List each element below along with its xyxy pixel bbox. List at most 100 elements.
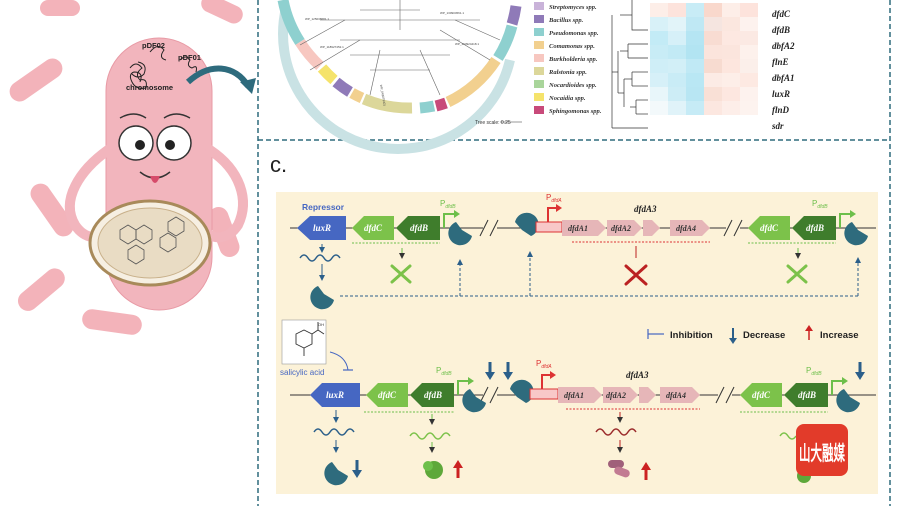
bottom-right-repressor-protein-icon — [836, 389, 860, 413]
bottom-luxR-gene — [310, 383, 360, 407]
chromosome-label: chromosome — [126, 83, 173, 92]
heatmap-row-label: dbfA2 — [772, 41, 795, 51]
heatmap-cell — [650, 73, 668, 87]
heatmap-row-label: flnE — [772, 57, 789, 67]
heatmap-cell — [668, 3, 686, 17]
heatmap-cell — [668, 87, 686, 101]
repressor-label: Repressor — [302, 202, 345, 212]
heatmap-cell — [686, 17, 704, 31]
salicylic-cooh-text: OH — [318, 322, 324, 327]
top-dfdA2-gene — [607, 220, 642, 236]
tree-legend-label: Pseudomonas spp. — [549, 30, 599, 37]
heatmap-cell — [686, 45, 704, 59]
top-luxR-label: luxR — [313, 223, 331, 233]
heatmap-cell — [650, 101, 668, 115]
heatmap-row-label: dfdC — [772, 9, 791, 19]
heatmap-cell — [686, 3, 704, 17]
salicylic-acid-structure-icon — [281, 319, 327, 365]
bottom-outputs — [313, 410, 828, 486]
heatmap-dendrogram — [611, 0, 648, 129]
heatmap-cell — [722, 59, 740, 73]
plasmid-pdf01-label: pDF01 — [178, 53, 201, 62]
heatmap-cell — [722, 3, 740, 17]
watermark-logo — [796, 424, 848, 476]
tree-legend-label: Nocardioides spp. — [548, 82, 597, 89]
svg-text:WP_130904561.1: WP_130904561.1 — [440, 11, 464, 15]
heatmap-cell — [704, 73, 722, 87]
tree-legend-swatch — [534, 80, 544, 88]
bottom-right-promoter-label: PdfdB — [806, 366, 822, 377]
heatmap-cell — [740, 45, 758, 59]
tree-legend-label: Bacillus spp. — [548, 17, 584, 24]
top-dfdA1-label: dfdA1 — [568, 224, 588, 233]
top-luxR-gene — [297, 216, 346, 240]
heatmap-cell — [722, 17, 740, 31]
bacterium-cartoon — [9, 0, 256, 335]
top-right-dfdB-gene — [792, 216, 836, 240]
tree-legend-label: Sphingomonas spp. — [549, 108, 602, 115]
top-dfdA2-label: dfdA2 — [611, 224, 631, 233]
bottom-left-decrease-arrows — [485, 362, 513, 380]
top-right-promoter — [839, 210, 856, 228]
heatmap-cell — [722, 31, 740, 45]
tree-legend-label: Nocaidia spp. — [548, 95, 586, 102]
top-blocked-x-icons — [390, 264, 808, 286]
tree-legend-swatch — [534, 28, 544, 36]
heatmap-row-label: luxR — [772, 89, 790, 99]
bottom-dfdA1-gene — [558, 387, 602, 403]
top-dfdA1-gene — [562, 220, 606, 236]
svg-text:WP_048079401: WP_048079401 — [379, 84, 387, 106]
heatmap-row-label: dbfA1 — [772, 73, 795, 83]
tree-legend-label: Streptomyces spp. — [549, 4, 597, 11]
bottom-dfdA4-gene — [660, 387, 700, 403]
phylogenetic-tree: WP_125038681.1 WP_118927452.1 WP_1309045… — [277, 0, 522, 154]
heatmap-cell — [668, 73, 686, 87]
heatmap-cell — [650, 45, 668, 59]
svg-text:WP_163924418.1: WP_163924418.1 — [455, 42, 479, 46]
tree-legend-swatch — [534, 67, 544, 75]
svg-text:WP_125038681.1: WP_125038681.1 — [305, 17, 329, 21]
top-mid-repressor-protein-icon — [515, 212, 539, 236]
top-dfdC-gene — [352, 216, 394, 240]
svg-text:WP_118927452.1: WP_118927452.1 — [320, 45, 344, 49]
bottom-dfdA2-label: dfdA2 — [606, 391, 626, 400]
tree-legend-swatch — [534, 15, 544, 23]
top-right-promoter-label: PdfdB — [812, 199, 828, 210]
bottom-mid-promoter-label: PdfdA — [536, 359, 552, 370]
top-right-dfdC-gene — [748, 216, 790, 240]
bottom-right-dfdB-label: dfdB — [798, 390, 816, 400]
heatmap-cell — [668, 31, 686, 45]
heatmap-cell — [704, 31, 722, 45]
heatmap-cell — [668, 45, 686, 59]
heatmap-cell — [668, 17, 686, 31]
bottom-right-dfdC-gene — [740, 383, 782, 407]
tree-legend-label: Ralstonia spp. — [548, 69, 587, 76]
heatmap-cell — [686, 101, 704, 115]
bottom-dfdC-label: dfdC — [378, 390, 397, 400]
top-dfdA4-label: dfdA4 — [676, 224, 696, 233]
top-dfdB-label: dfdB — [410, 223, 428, 233]
tree-legend-swatch — [534, 93, 544, 101]
heatmap-cell — [740, 17, 758, 31]
heatmap-cell — [650, 3, 668, 17]
heatmap-cell — [686, 31, 704, 45]
top-mid-promoter-label: PdfdA — [546, 193, 562, 204]
tree-legend-swatch — [534, 54, 544, 62]
heatmap-cell — [722, 101, 740, 115]
heatmap-cell — [668, 59, 686, 73]
heatmap-cell — [650, 17, 668, 31]
bottom-dfdB-label: dfdB — [424, 390, 442, 400]
heatmap-cell — [686, 87, 704, 101]
heatmap-row-label: sdr — [771, 121, 784, 131]
heatmap-cell — [704, 17, 722, 31]
heatmap-cell — [704, 45, 722, 59]
legend-increase-label: Increase — [820, 330, 859, 341]
salicylic-inhibition-line — [329, 351, 349, 371]
heatmap-cell — [650, 59, 668, 73]
legend-inhibition-label: Inhibition — [670, 330, 713, 341]
heatmap-cell — [704, 3, 722, 17]
top-dfdB-gene — [396, 216, 440, 240]
regulation-legend — [647, 325, 813, 344]
